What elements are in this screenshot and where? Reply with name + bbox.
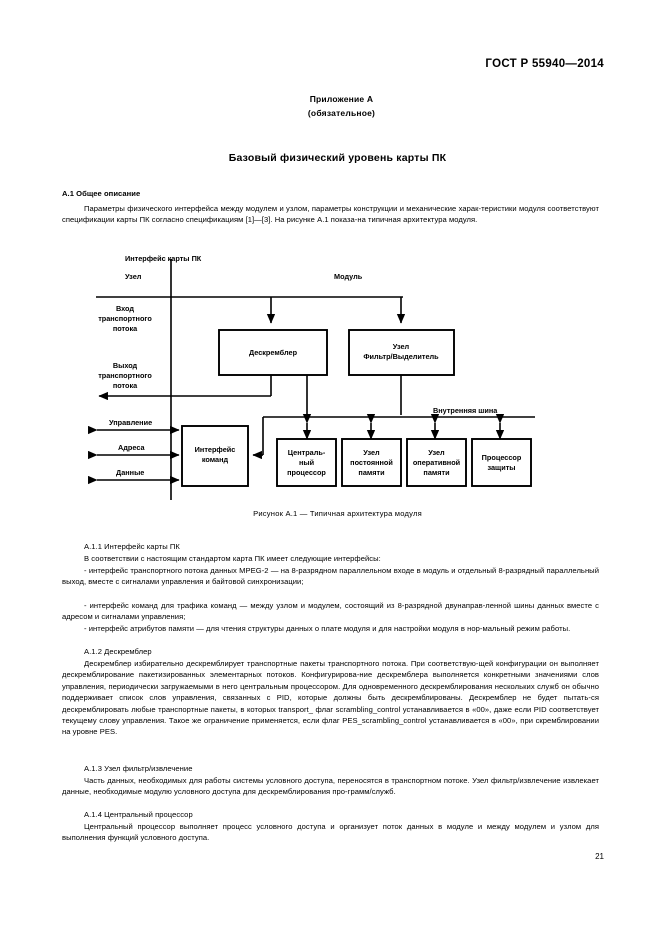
figure-label-internal-bus: Внутренняя шина [433, 406, 498, 415]
annex-subtitle: (обязательное) [307, 108, 376, 118]
paragraph-a14: Центральный процессор выполняет процесс … [62, 822, 599, 843]
box-label-rom-1: Узел [363, 448, 380, 457]
heading-a12: А.1.2 Дескремблер [84, 647, 152, 656]
standard-header: ГОСТ Р 55940—2014 [485, 58, 604, 70]
figure-label-ts-output-3: потока [113, 381, 138, 390]
figure-label-control: Управление [109, 418, 152, 427]
box-label-ram-2: оперативной [413, 458, 460, 467]
box-label-cpu-3: процессор [287, 468, 326, 477]
paragraph-a1: Параметры физического интерфейса между м… [62, 204, 599, 225]
page-title: Базовый физический уровень карты ПК [228, 152, 447, 164]
heading-a14: А.1.4 Центральный процессор [84, 810, 193, 819]
page-number: 21 [595, 852, 604, 861]
list-item-a11-2: - интерфейс команд для трафика команд — … [62, 601, 599, 622]
heading-a13: А.1.3 Узел фильтр/извлечение [84, 764, 193, 773]
figure-label-ts-output-1: Выход [113, 361, 138, 370]
figure-label-interface-top: Интерфейс карты ПК [125, 254, 202, 263]
heading-a1: А.1 Общее описание [62, 189, 141, 198]
figure-label-ts-input-1: Вход [116, 304, 134, 313]
box-label-rom-3: памяти [358, 468, 384, 477]
figure-label-ts-input-2: транспортного [98, 314, 152, 323]
list-item-a11-1: - интерфейс транспортного потока данных … [62, 566, 599, 587]
paragraph-a12: Дескремблер избирательно дескремблирует … [62, 659, 599, 737]
box-label-cpu-1: Централь- [288, 448, 326, 457]
box-label-rom-2: постоянной [350, 458, 393, 467]
box-label-command-interface-2: команд [202, 455, 229, 464]
box-label-cpu-2: ный [299, 458, 314, 467]
box-label-ram-3: памяти [423, 468, 449, 477]
annex-title: Приложение А [309, 94, 374, 104]
box-label-ram-1: Узел [428, 448, 445, 457]
paragraph-a11-intro: В соответствии с настоящим стандартом ка… [84, 554, 381, 563]
figure-label-ts-output-2: транспортного [98, 371, 152, 380]
box-label-descrambler: Дескремблер [249, 348, 298, 357]
box-label-security-2: защиты [487, 463, 515, 472]
figure-label-module: Модуль [334, 272, 363, 281]
box-label-filter-node-1: Узел [393, 342, 410, 351]
figure-label-address: Адреса [118, 443, 145, 452]
box-label-filter-node-2: Фильтр/Выделитель [363, 352, 439, 361]
annex-heading: Приложение А (обязательное) [0, 92, 661, 120]
figure-label-node: Узел [125, 272, 142, 281]
heading-a11: А.1.1 Интерфейс карты ПК [84, 542, 180, 551]
box-label-security-1: Процессор [482, 453, 522, 462]
figure-label-ts-input-3: потока [113, 324, 138, 333]
figure-a1-diagram: Дескремблер Узел Фильтр/Выделитель Интер… [85, 253, 585, 503]
list-item-a11-3: - интерфейс атрибутов памяти — для чтени… [84, 624, 571, 633]
paragraph-a13: Часть данных, необходимых для работы сис… [62, 776, 599, 797]
figure-caption: Рисунок А.1 — Типичная архитектура модул… [253, 509, 422, 518]
box-label-command-interface-1: Интерфейс [195, 445, 236, 454]
figure-label-data: Данные [116, 468, 144, 477]
